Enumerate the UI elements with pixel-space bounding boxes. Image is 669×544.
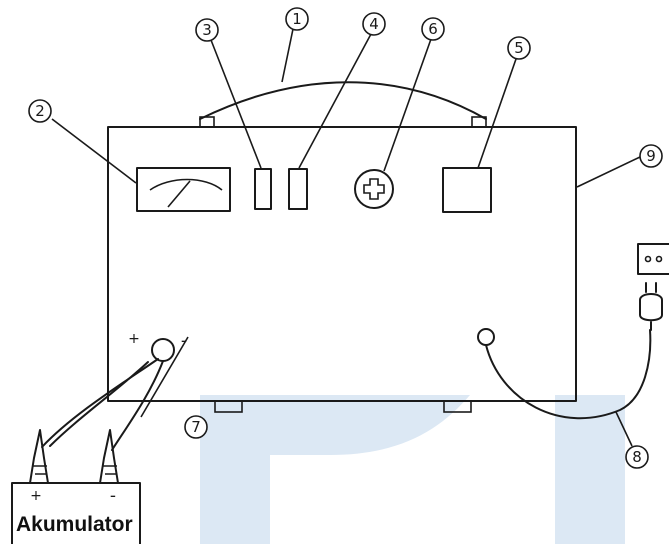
- fuse-3: [254, 168, 272, 210]
- callout-6: 6: [421, 17, 445, 41]
- callout-4: 4: [362, 12, 386, 36]
- carry-handle: [199, 81, 487, 128]
- watermark-logo: [200, 395, 625, 544]
- ammeter: [136, 167, 231, 212]
- ammeter-scale: [149, 178, 223, 191]
- foot-right: [443, 400, 472, 413]
- knob-circle: [354, 169, 394, 209]
- battery-cable-plus-inner: [49, 361, 149, 447]
- adjustment-knob: [354, 169, 394, 209]
- power-switch: [442, 167, 492, 213]
- callout-3-label: 3: [202, 21, 212, 39]
- callout-8: 8: [625, 445, 649, 469]
- callout-6-label: 6: [428, 20, 438, 38]
- clip-minus: [99, 429, 119, 484]
- callout-9: 9: [639, 144, 663, 168]
- leader-lines: [51, 28, 641, 447]
- callout-5-label: 5: [514, 39, 524, 57]
- battery: + - Akumulator: [11, 482, 141, 544]
- wall-socket: [637, 243, 669, 275]
- battery-plus-sign: +: [30, 488, 42, 504]
- terminal-plus-sign: +: [128, 331, 140, 347]
- ammeter-needle: [167, 180, 191, 208]
- battery-minus-sign: -: [110, 486, 116, 506]
- callout-7: 7: [184, 415, 208, 439]
- callout-4-label: 4: [369, 15, 379, 33]
- wall-socket-hole-right: [655, 255, 663, 263]
- plus-icon: [363, 178, 385, 200]
- callout-5: 5: [507, 36, 531, 60]
- callout-1-label: 1: [292, 10, 302, 28]
- callout-1: 1: [285, 7, 309, 31]
- fuse-4: [288, 168, 308, 210]
- foot-left: [214, 400, 243, 413]
- callout-3: 3: [195, 18, 219, 42]
- clip-plus: [29, 429, 49, 484]
- ammeter-frame: [136, 167, 231, 212]
- mains-plug: [639, 282, 663, 331]
- mains-cable-entry: [477, 328, 495, 346]
- wall-socket-frame: [637, 243, 669, 275]
- callout-9-label: 9: [646, 147, 656, 165]
- battery-cable-plus: [41, 358, 159, 448]
- callout-2: 2: [28, 99, 52, 123]
- terminal-minus-sign: -: [181, 331, 187, 351]
- callout-7-label: 7: [191, 418, 201, 436]
- battery-label: Akumulator: [16, 513, 133, 536]
- mains-cable: [485, 329, 652, 420]
- plug-body: [639, 293, 663, 322]
- output-socket: [151, 338, 175, 362]
- charger-housing: [107, 126, 577, 402]
- callout-2-label: 2: [35, 102, 45, 120]
- battery-cable-minus: [111, 360, 164, 451]
- battery-outline: [11, 482, 141, 544]
- wall-socket-hole-left: [644, 255, 652, 263]
- handle-arc: [199, 81, 487, 120]
- callout-8-label: 8: [632, 448, 642, 466]
